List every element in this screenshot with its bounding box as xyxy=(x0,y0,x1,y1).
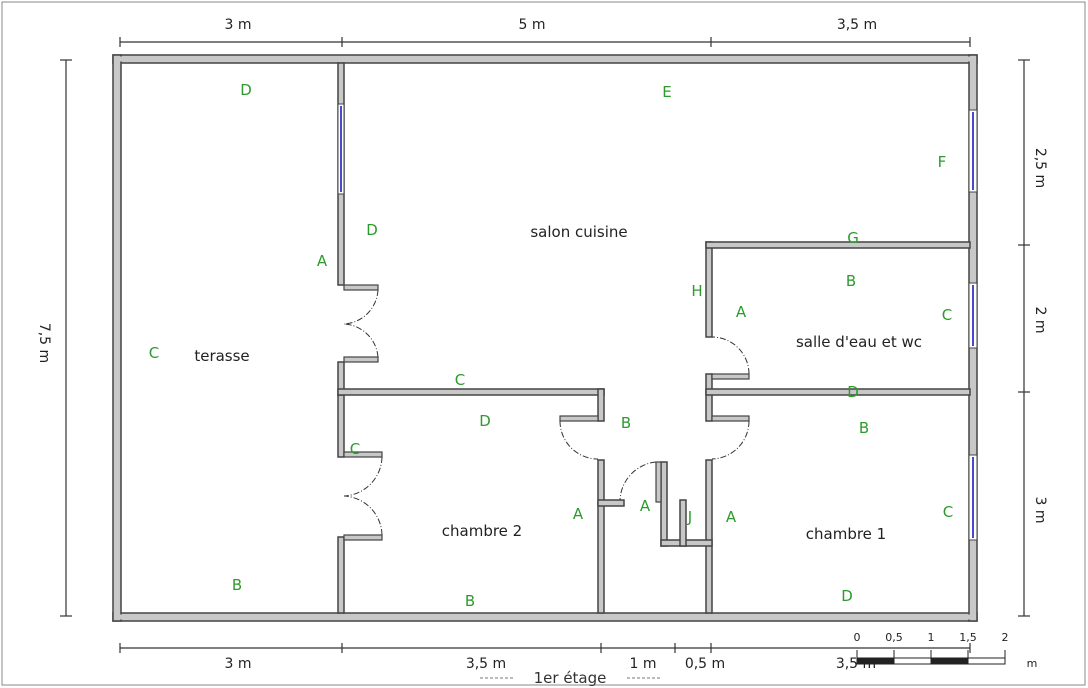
room-bathroom: salle d'eau et wc xyxy=(796,333,922,351)
wall-terrace-ch2-upper xyxy=(337,394,345,458)
doors xyxy=(343,284,750,541)
wall-label-living-e: E xyxy=(662,83,671,101)
room-labels: terasse salon cuisine salle d'eau et wc … xyxy=(194,223,922,543)
wall-label-living-a: A xyxy=(317,252,328,270)
room-bedroom1: chambre 1 xyxy=(806,525,886,543)
door-leaf-hall xyxy=(655,461,662,503)
dimension-labels: 3 m 5 m 3,5 m 3 m 3,5 m 1 m 0,5 m 3,5 m … xyxy=(36,17,1048,672)
wall-hall-stub-right xyxy=(679,499,687,547)
room-living: salon cuisine xyxy=(530,223,627,241)
room-terrace: terasse xyxy=(194,347,249,365)
dim-bottom-0: 3 m xyxy=(225,656,252,672)
wall-label-hall-b: B xyxy=(621,414,631,432)
dim-bottom-2: 1 m xyxy=(630,656,657,672)
floor-title-text: 1er étage xyxy=(534,669,607,687)
wall-label-ch1-b: B xyxy=(859,419,869,437)
wall-label-ch1-d: D xyxy=(841,587,853,605)
door-leaf-terrace-ch2-top xyxy=(343,451,383,458)
wall-label-ch2-a: A xyxy=(573,505,584,523)
door-leaf-terrace-ch2-bottom xyxy=(343,534,383,541)
floor-title: 1er étage xyxy=(480,669,660,687)
dim-top-0: 3 m xyxy=(225,17,252,33)
room-bedroom2: chambre 2 xyxy=(442,522,522,540)
wall-label-living-h: H xyxy=(691,282,702,300)
dim-right-2: 3 m xyxy=(1032,497,1048,524)
wall-label-bath-d: D xyxy=(847,383,859,401)
wall-label-ch1-a: A xyxy=(726,508,737,526)
outer-fill-bottom xyxy=(114,614,976,620)
dim-bottom-1: 3,5 m xyxy=(466,656,506,672)
windows xyxy=(337,103,978,541)
scale-label-2: 1 xyxy=(928,631,935,644)
wall-living-ch2 xyxy=(337,388,605,396)
wall-label-hall-a: A xyxy=(640,497,651,515)
scale-bar: 0 0,5 1 1,5 2 m xyxy=(854,631,1038,670)
wall-label-ch2-b: B xyxy=(465,592,475,610)
wall-label-bath-a: A xyxy=(736,303,747,321)
scale-label-4: 2 xyxy=(1002,631,1009,644)
dim-left: 7,5 m xyxy=(36,323,52,363)
dimension-lines xyxy=(60,37,1030,653)
dim-right-0: 2,5 m xyxy=(1032,148,1048,188)
wall-hall-ch1 xyxy=(705,459,713,614)
wall-letters: D E F D A G H C C B B A C D D C A B B A … xyxy=(149,81,953,610)
dim-bottom-3: 0,5 m xyxy=(685,656,725,672)
door-swing-ch2 xyxy=(559,420,599,460)
outer-fill-top xyxy=(114,56,976,62)
wall-label-living-g: G xyxy=(847,229,859,247)
door-leaf-ch2 xyxy=(559,415,599,422)
wall-label-ch2-c: C xyxy=(350,440,360,458)
wall-bath-ch1 xyxy=(705,388,971,396)
door-leaf-terrace-living-top xyxy=(343,284,379,291)
dim-top-2: 3,5 m xyxy=(837,17,877,33)
dim-right-1: 2 m xyxy=(1032,307,1048,334)
wall-label-terrace-d: D xyxy=(240,81,252,99)
scale-unit: m xyxy=(1027,657,1038,670)
dim-top-1: 5 m xyxy=(519,17,546,33)
wall-terrace-ch2-lower xyxy=(337,536,345,614)
outer-fill-left xyxy=(114,56,120,620)
wall-label-ch2-d: D xyxy=(479,412,491,430)
wall-living-bath xyxy=(705,241,713,338)
scale-bar-seg-0 xyxy=(857,658,894,664)
wall-label-hall-j: J xyxy=(687,508,692,526)
wall-label-terrace-b: B xyxy=(232,576,242,594)
wall-hall-stub-mid xyxy=(660,461,668,547)
wall-living-bath-top xyxy=(705,241,971,249)
wall-hall-stub-left xyxy=(597,499,625,507)
wall-label-living-c: C xyxy=(455,371,465,389)
scale-label-0: 0 xyxy=(854,631,861,644)
wall-ch2-hall-upper xyxy=(597,388,605,422)
wall-label-ch1-c: C xyxy=(943,503,953,521)
door-leaf-ch1 xyxy=(711,415,750,422)
wall-label-bath-b: B xyxy=(846,272,856,290)
scale-label-1: 0,5 xyxy=(885,631,903,644)
wall-hall-bath xyxy=(705,373,713,422)
wall-label-bath-c: C xyxy=(942,306,952,324)
wall-ch2-hall-lower xyxy=(597,459,605,614)
door-leaf-terrace-living-bottom xyxy=(343,356,379,363)
wall-label-living-d: D xyxy=(366,221,378,239)
door-swing-terrace-living-top xyxy=(343,289,379,325)
door-swing-terrace-living-bottom xyxy=(343,323,379,358)
wall-label-terrace-c: C xyxy=(149,344,159,362)
door-leaf-bath xyxy=(711,373,750,380)
wall-label-living-f: F xyxy=(938,153,947,171)
scale-label-3: 1,5 xyxy=(959,631,977,644)
scale-bar-seg-2 xyxy=(931,658,968,664)
door-swing-ch1 xyxy=(711,420,750,460)
